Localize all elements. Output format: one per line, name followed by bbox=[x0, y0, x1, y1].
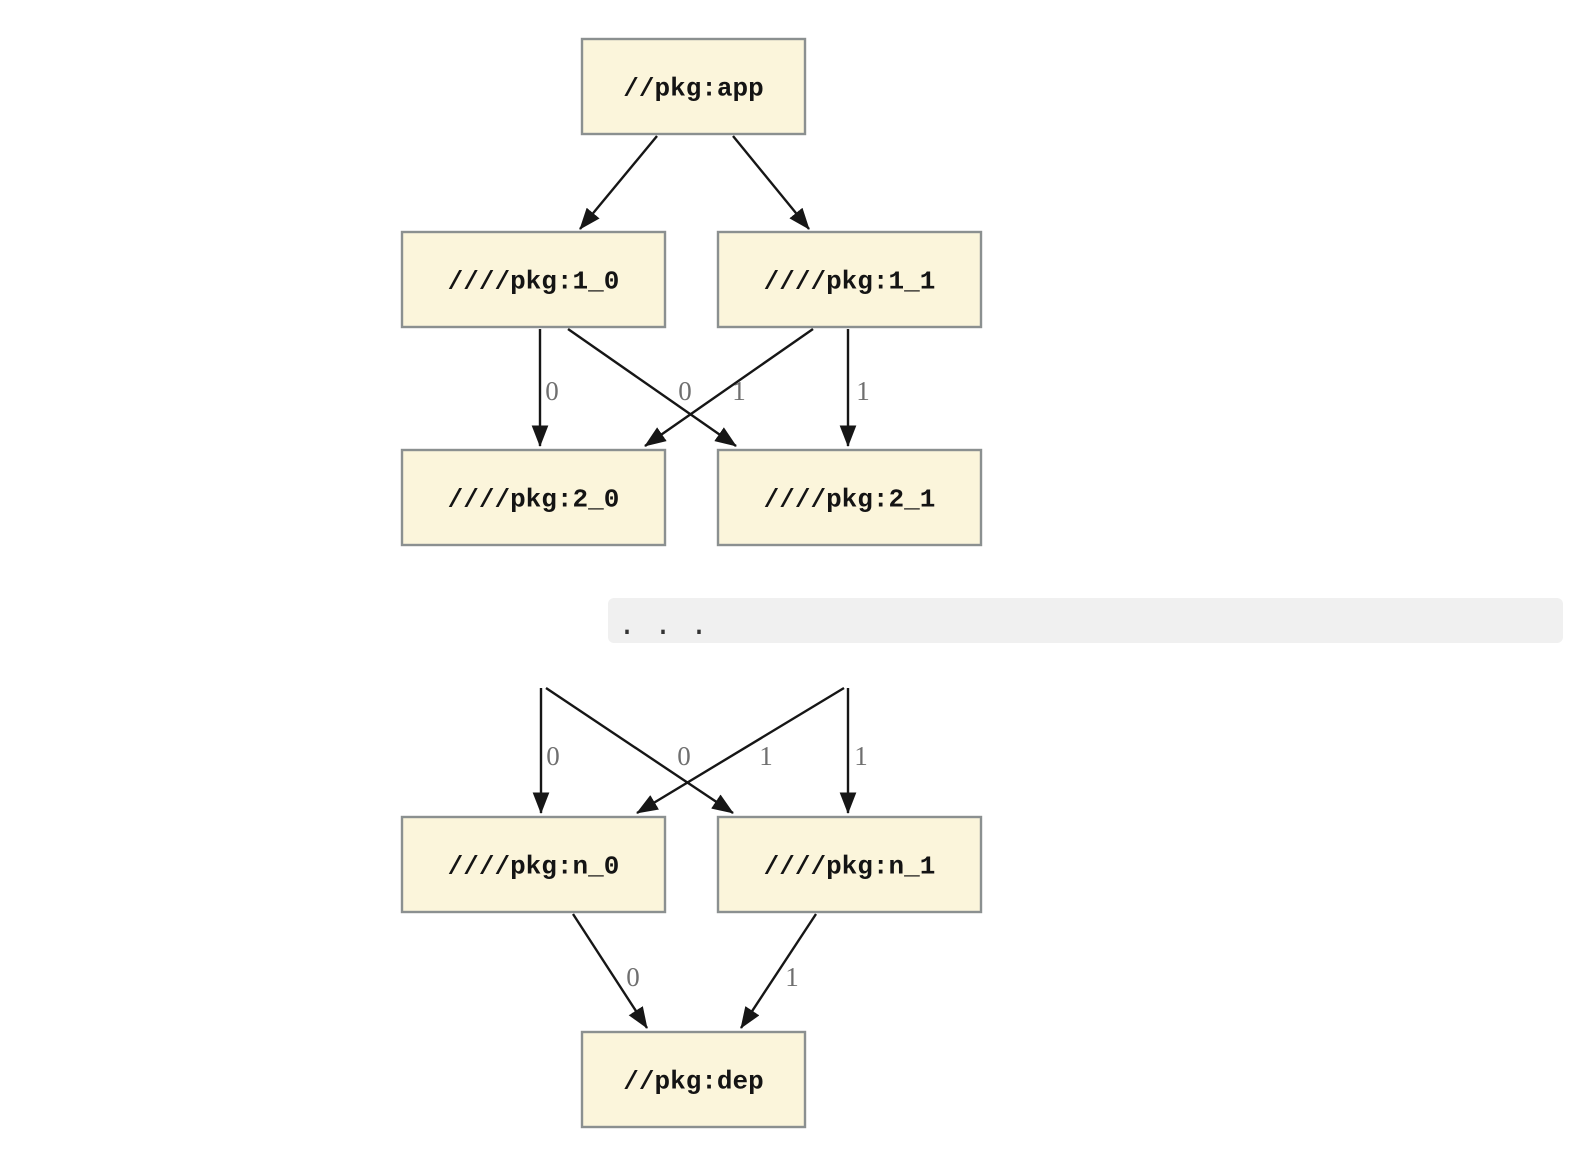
edge-line bbox=[579, 135, 658, 230]
edge-app-to-1-1 bbox=[732, 135, 810, 230]
edge-line bbox=[636, 686, 845, 815]
node-pkg-1-0: ////pkg:1_0 bbox=[400, 230, 667, 329]
edge-1-1-to-2-1: 1 bbox=[839, 329, 870, 447]
edge-1-0-to-2-1: 1 bbox=[567, 328, 746, 447]
ellipsis-text: . . . bbox=[618, 610, 708, 644]
edge-n-1-to-dep: 1 bbox=[739, 913, 818, 1029]
node-pkg-2-1: ////pkg:2_1 bbox=[716, 448, 983, 547]
node-label: ////pkg:1_1 bbox=[764, 267, 936, 297]
node-label: ////pkg:2_0 bbox=[448, 485, 620, 515]
node-box bbox=[400, 448, 667, 547]
edge-label: 0 bbox=[677, 741, 691, 771]
node-label: //pkg:dep bbox=[623, 1067, 763, 1097]
node-box bbox=[400, 230, 667, 329]
edge-prev-to-n-1-cross: 1 bbox=[545, 687, 773, 814]
edge-line bbox=[567, 328, 737, 447]
node-box bbox=[716, 230, 983, 329]
edge-line bbox=[571, 913, 649, 1029]
edge-label: 0 bbox=[678, 376, 692, 406]
node-label: ////pkg:n_1 bbox=[764, 852, 936, 882]
edge-1-0-to-2-0: 0 bbox=[531, 329, 559, 447]
ellipsis-separator: . . . bbox=[608, 598, 1563, 644]
node-label: ////pkg:1_0 bbox=[448, 267, 620, 297]
node-pkg-dep: //pkg:dep bbox=[580, 1030, 807, 1129]
node-box bbox=[580, 1030, 807, 1129]
edge-n-0-to-dep: 0 bbox=[571, 913, 649, 1029]
edge-label: 0 bbox=[546, 741, 560, 771]
node-box bbox=[716, 448, 983, 547]
edge-line bbox=[739, 913, 818, 1029]
node-box bbox=[400, 815, 667, 914]
node-label: //pkg:app bbox=[623, 74, 763, 104]
node-pkg-n-1: ////pkg:n_1 bbox=[716, 815, 983, 914]
edge-label: 1 bbox=[856, 376, 870, 406]
node-pkg-1-1: ////pkg:1_1 bbox=[716, 230, 983, 329]
ellipsis-bar bbox=[608, 598, 1563, 643]
node-pkg-app: //pkg:app bbox=[580, 37, 807, 136]
node-box bbox=[716, 815, 983, 914]
edge-label: 1 bbox=[785, 962, 799, 992]
edge-line bbox=[644, 328, 814, 447]
node-pkg-2-0: ////pkg:2_0 bbox=[400, 448, 667, 547]
edge-app-to-1-0 bbox=[579, 135, 658, 230]
node-box bbox=[580, 37, 807, 136]
edge-label: 1 bbox=[854, 741, 868, 771]
node-label: ////pkg:n_0 bbox=[448, 852, 620, 882]
edge-line bbox=[545, 687, 734, 814]
edge-prev-to-n-0-straight: 0 bbox=[532, 688, 560, 814]
edge-prev-to-n-1-straight: 1 bbox=[839, 688, 868, 814]
edge-line bbox=[732, 135, 810, 230]
edge-label: 0 bbox=[545, 376, 559, 406]
node-pkg-n-0: ////pkg:n_0 bbox=[400, 815, 667, 914]
edge-label: 0 bbox=[626, 962, 640, 992]
node-label: ////pkg:2_1 bbox=[764, 485, 936, 515]
edge-label: 1 bbox=[759, 741, 773, 771]
edge-1-1-to-2-0: 0 bbox=[644, 328, 814, 447]
edge-prev-to-n-0-cross: 0 bbox=[636, 686, 845, 815]
